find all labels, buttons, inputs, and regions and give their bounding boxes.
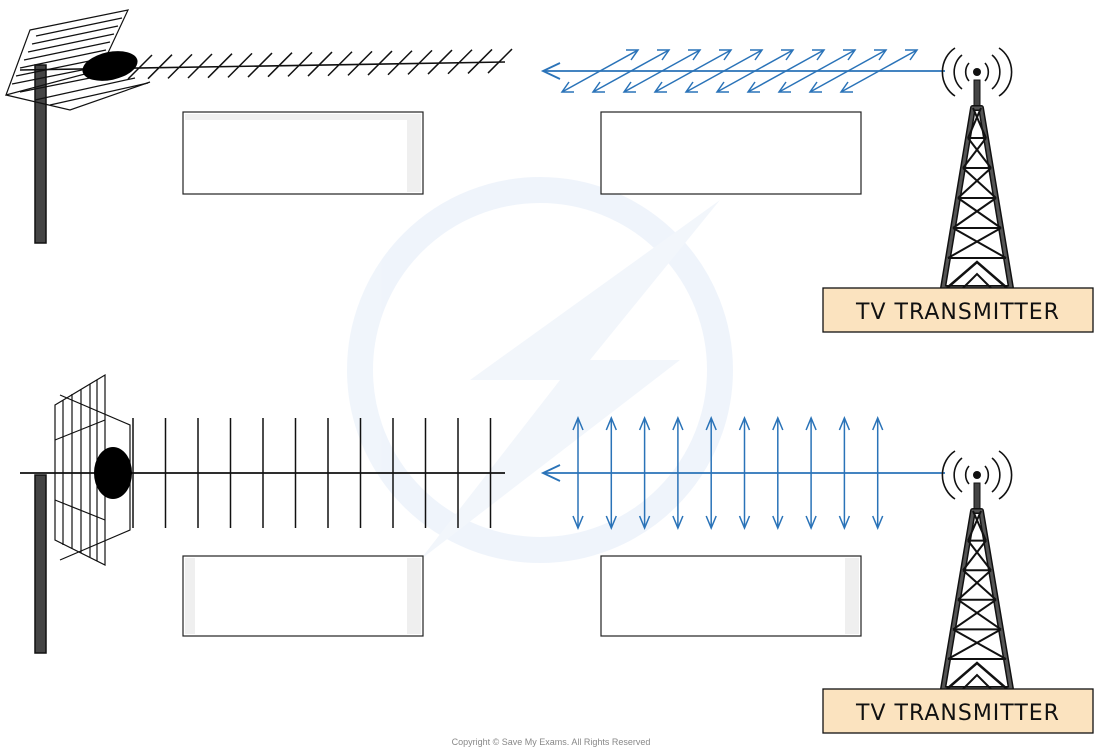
top-wave-oscillation-arrow [809, 49, 887, 93]
top-antenna-element [387, 50, 413, 76]
top-left-answer-box-shade-side [407, 114, 421, 192]
top-wave-oscillation-arrow [840, 49, 918, 93]
top-antenna-element [187, 53, 213, 79]
top-antenna-element [407, 49, 433, 75]
top-wave-oscillation-arrow [561, 49, 639, 93]
bottom-antenna-mast [34, 474, 47, 654]
top-transmitter-label-text: TV TRANSMITTER [855, 300, 1060, 325]
bottom-wave-oscillations [572, 416, 884, 530]
top-right-answer-box[interactable] [600, 111, 862, 195]
top-antenna-element [307, 51, 333, 77]
top-antenna-element [147, 54, 173, 80]
top-antenna-element [447, 49, 473, 75]
top-antenna-element [267, 52, 293, 78]
top-wave-oscillation-arrow [654, 49, 732, 93]
bottom-transmitter-label: TV TRANSMITTER [822, 688, 1094, 734]
watermark-logo [347, 177, 733, 563]
top-wave-oscillation-arrow [747, 49, 825, 93]
top-antenna-element [427, 49, 453, 75]
bottom-radio-tower-icon [940, 450, 1014, 692]
top-antenna-element [487, 48, 513, 74]
top-antenna-element [247, 52, 273, 78]
top-antenna-element [207, 53, 233, 79]
top-antenna-element [127, 54, 153, 80]
bottom-left-answer-box-shade [185, 558, 195, 634]
top-wave-oscillation-arrow [623, 49, 701, 93]
top-antenna-mast [34, 64, 47, 244]
bottom-antenna-elements [132, 418, 492, 528]
top-transmitter-label: TV TRANSMITTER [822, 287, 1094, 333]
bottom-left-answer-box-shade-side [407, 558, 421, 634]
bottom-left-answer-box[interactable] [182, 555, 424, 637]
top-antenna-element [287, 51, 313, 77]
bottom-antenna-receiver [94, 447, 132, 499]
top-wave-oscillation-arrow [685, 49, 763, 93]
top-antenna-element [227, 52, 253, 78]
top-antenna-elements [127, 48, 513, 80]
bottom-transmitter-label-text: TV TRANSMITTER [855, 701, 1060, 726]
top-left-answer-box[interactable] [182, 111, 424, 195]
top-antenna-element [327, 51, 353, 77]
top-left-answer-box-shade [185, 114, 411, 120]
top-radio-tower-icon [940, 47, 1014, 291]
top-antenna-element [367, 50, 393, 76]
top-wave-oscillation-arrow [778, 49, 856, 93]
top-wave-oscillation-arrow [592, 49, 670, 93]
top-antenna-element [467, 48, 493, 74]
bottom-right-answer-box-shade [845, 558, 859, 634]
top-antenna-element [347, 50, 373, 76]
bottom-right-answer-box[interactable] [600, 555, 862, 637]
copyright-notice: Copyright © Save My Exams. All Rights Re… [452, 737, 651, 747]
top-wave-oscillations [560, 49, 919, 93]
top-antenna-element [167, 53, 193, 79]
top-antenna-receiver [82, 51, 138, 81]
top-wave-oscillation-arrow [716, 49, 794, 93]
